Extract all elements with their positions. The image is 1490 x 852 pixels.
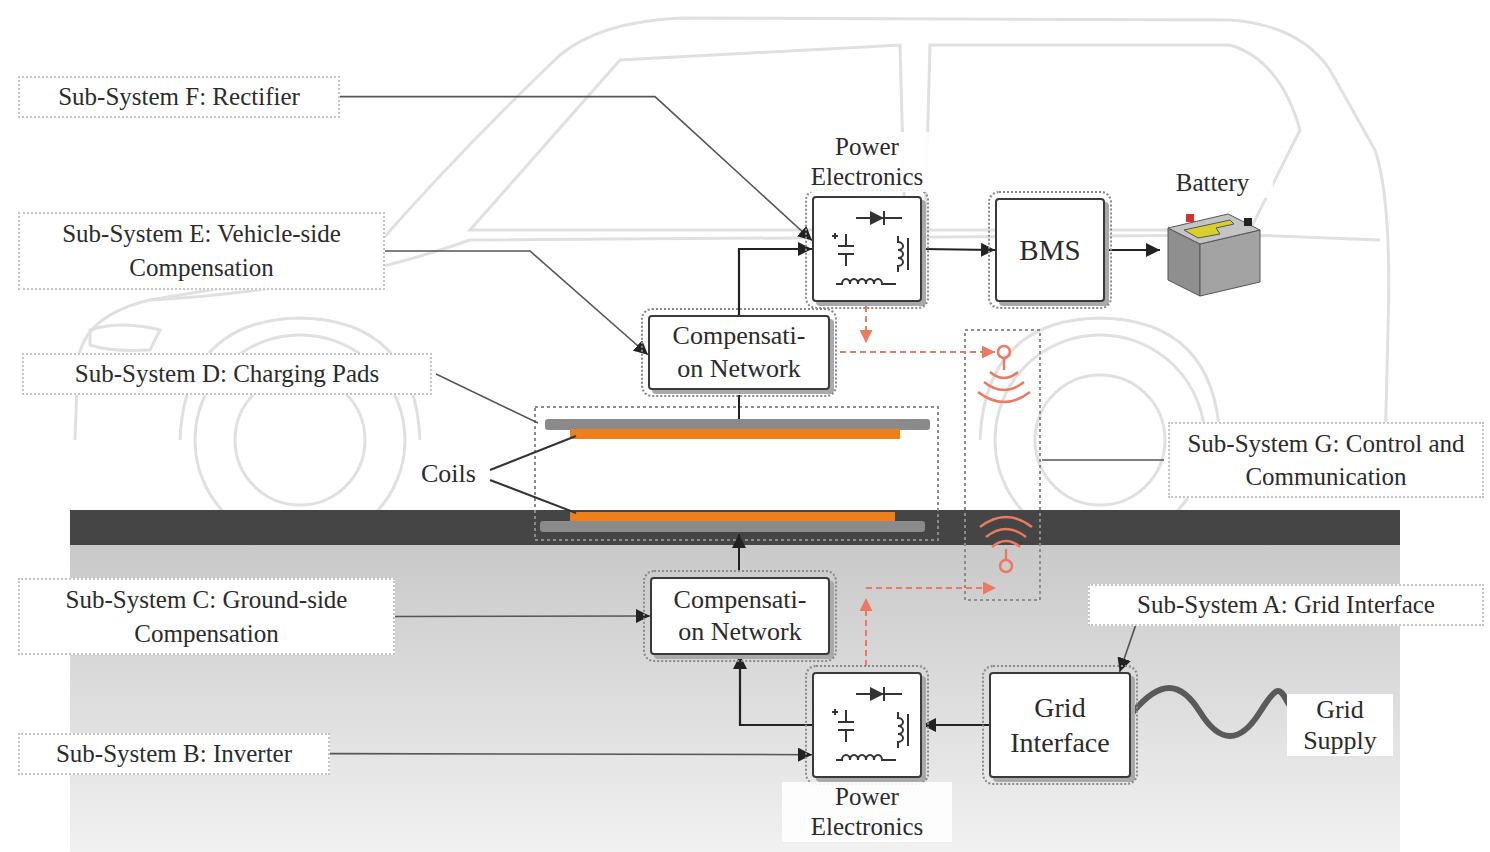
battery-drawing — [1160, 200, 1265, 300]
vehicle-coil — [570, 429, 900, 439]
subsystem-label: Sub-System G: Control and Communication — [1168, 422, 1484, 498]
wire — [738, 395, 740, 419]
capacitor-symbol — [832, 233, 854, 266]
leader-arrow — [1120, 626, 1136, 672]
antenna-icon — [978, 346, 1030, 402]
antenna-icon — [980, 517, 1032, 572]
signal-arc — [992, 541, 1020, 547]
antenna-stem — [1003, 358, 1006, 370]
signal-arc — [990, 372, 1018, 378]
pad-region-outline — [535, 407, 938, 540]
capacitor-symbol — [832, 709, 854, 742]
car-wheel — [1035, 375, 1165, 505]
car-window — [925, 45, 1300, 230]
subsystem-label: Sub-System B: Inverter — [18, 733, 330, 775]
converter-symbols — [814, 198, 920, 300]
negative-terminal — [1244, 218, 1252, 226]
node-text: BMS — [1019, 232, 1080, 268]
leader-arrow — [395, 615, 650, 617]
subsystem-label: Sub-System E: Vehicle-side Compensation — [18, 212, 385, 290]
ground-pad-plate — [540, 521, 925, 532]
antenna-head — [998, 346, 1010, 358]
supply-label: Grid Supply — [1287, 694, 1393, 756]
node-text: Sub-System B: Inverter — [56, 737, 292, 771]
connector-arrow — [740, 655, 812, 725]
wire-arrow — [738, 534, 740, 572]
antenna-stem — [1005, 549, 1008, 560]
control-link — [840, 306, 996, 666]
compensation-box: Compensati- on Network — [648, 315, 830, 390]
signal-arc — [986, 529, 1026, 537]
power-electronics-box: Power Electronics — [812, 196, 922, 302]
subsystem-label: Sub-System F: Rectifier — [18, 76, 340, 118]
node-text: Compensati- on Network — [665, 584, 815, 649]
diode-triangle — [870, 211, 884, 225]
node-text: Compensati- on Network — [664, 320, 814, 385]
battery-icon: Battery — [1160, 200, 1265, 300]
node-text: Sub-System C: Ground-side Compensation — [28, 583, 385, 651]
inductor-symbol — [898, 712, 908, 748]
node-heading: Power Electronics — [782, 782, 952, 842]
antenna-head — [1000, 560, 1012, 572]
control-link — [840, 351, 995, 353]
signal-arc — [984, 382, 1024, 390]
control-link — [865, 598, 867, 666]
connector-arrow — [922, 249, 995, 250]
connector-arrow — [739, 249, 812, 315]
inductor-symbol — [836, 279, 896, 284]
inductor-symbol — [836, 755, 896, 760]
leader-line — [436, 374, 538, 423]
inductor-symbol — [898, 236, 908, 272]
subsystem-label: Sub-System A: Grid Interface — [1088, 584, 1484, 626]
car-headlight — [90, 325, 160, 350]
diode-triangle — [870, 687, 884, 701]
positive-terminal — [1186, 214, 1194, 222]
subsystem-label: Sub-System C: Ground-side Compensation — [18, 578, 395, 655]
connector-arrow — [922, 724, 989, 726]
ground-coil — [570, 512, 895, 522]
leader-line — [1042, 459, 1164, 461]
control-link — [865, 306, 867, 343]
node-text: Sub-System F: Rectifier — [58, 80, 300, 114]
node-text: Sub-System G: Control and Communication — [1178, 427, 1474, 495]
node-text: Sub-System A: Grid Interface — [1137, 588, 1435, 622]
node-text: Grid Interface — [997, 690, 1123, 760]
control-link — [866, 587, 996, 589]
bms-box: BMS — [995, 198, 1105, 302]
control-region-outline — [965, 330, 1040, 600]
node-text: Sub-System E: Vehicle-side Compensation — [28, 217, 375, 285]
leader-arrow — [385, 251, 648, 355]
signal-arc — [980, 517, 1032, 527]
battery-sticker — [1184, 220, 1234, 238]
leader-arrow — [330, 754, 812, 755]
grid-interface-box: Grid Interface — [989, 672, 1131, 778]
leader-arrow — [340, 97, 812, 241]
leader-line — [490, 480, 576, 513]
node-text: Sub-System D: Charging Pads — [75, 357, 379, 391]
node-heading: Battery — [1153, 168, 1273, 198]
vehicle-pad-plate — [545, 419, 930, 430]
battery-top — [1168, 214, 1260, 244]
connector-arrow — [1105, 249, 1160, 251]
supply-cable — [1133, 688, 1290, 736]
coils-label: Coils — [418, 458, 479, 489]
compensation-box: Compensati- on Network — [650, 577, 830, 655]
signal-arc — [978, 392, 1030, 402]
converter-symbols — [814, 674, 920, 776]
subsystem-label: Sub-System D: Charging Pads — [22, 353, 432, 395]
power-electronics-box: Power Electronics — [812, 672, 922, 778]
leader-line — [490, 436, 576, 470]
node-heading: Power Electronics — [782, 132, 952, 192]
